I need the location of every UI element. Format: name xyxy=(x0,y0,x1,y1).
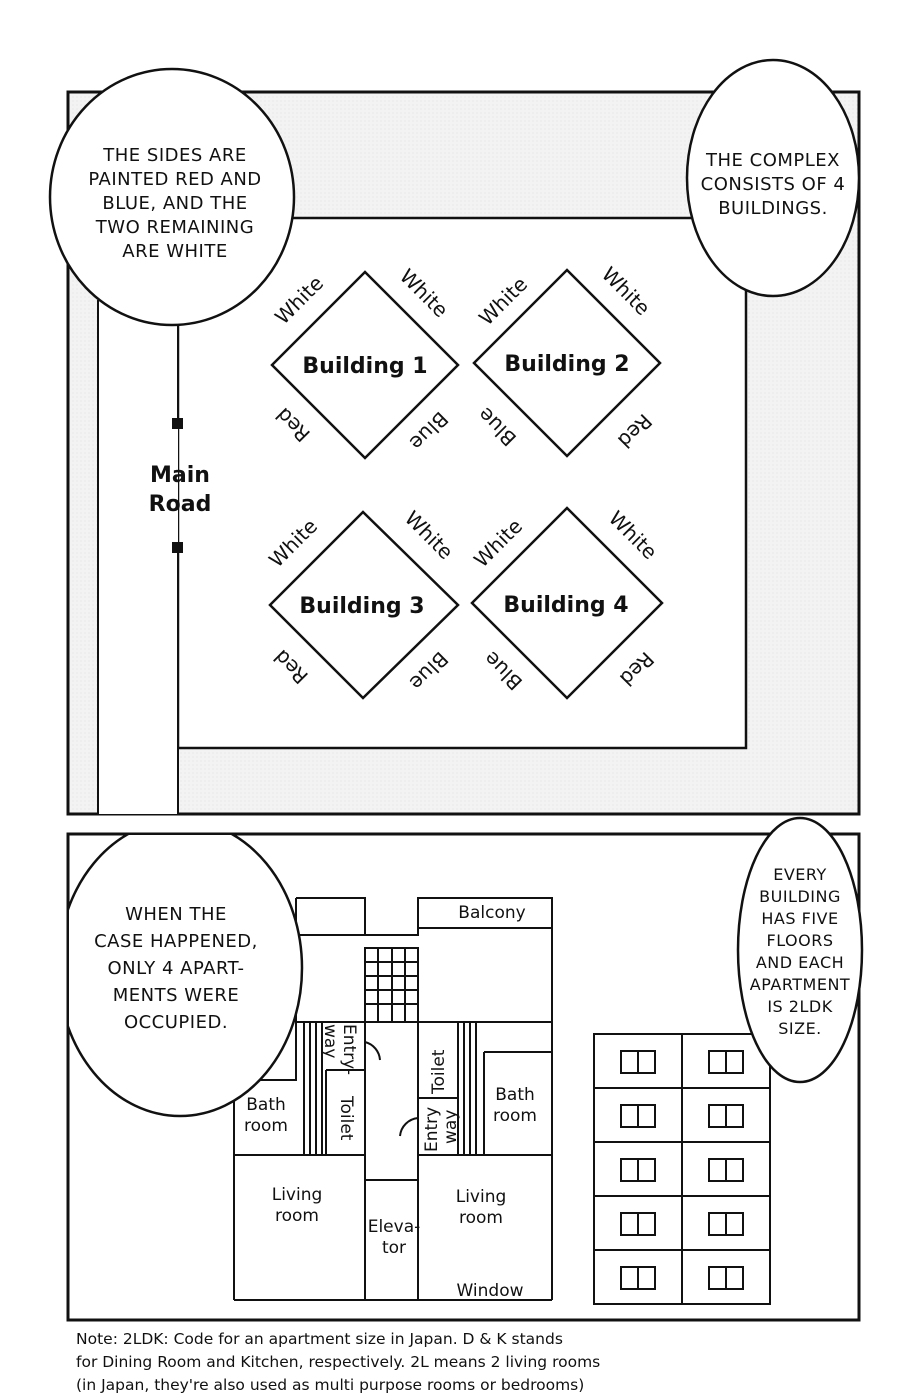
bubble-text-line: FLOORS xyxy=(766,931,833,950)
building-2-name: Building 2 xyxy=(504,352,629,377)
plan-label-living-left-2: room xyxy=(275,1206,319,1226)
plan-label-entryway-left-2: way xyxy=(320,1024,340,1058)
bubble-text-line: HAS FIVE xyxy=(761,909,838,928)
courtyard xyxy=(176,216,748,750)
plan-label-bath-right: Bath xyxy=(495,1085,535,1105)
note-line: (in Japan, they're also used as multi pu… xyxy=(76,1376,585,1394)
main-road-label-1: Main xyxy=(150,463,210,488)
plan-label-entryway-right: Entry xyxy=(422,1107,442,1152)
bubble-text-line: BLUE, AND THE xyxy=(102,193,247,214)
speech-bubble-left-top: THE SIDES ARE PAINTED RED AND BLUE, AND … xyxy=(48,67,296,327)
bubble-text-line: APARTMENT xyxy=(750,975,850,994)
bubble-text-line: WHEN THE xyxy=(125,904,227,925)
window-icon xyxy=(620,1050,744,1290)
plan-label-toilet-right: Toilet xyxy=(429,1049,449,1095)
main-road-strip xyxy=(98,240,178,814)
plan-label-toilet-left: Toilet xyxy=(336,1095,356,1141)
plan-label-living-right: Living xyxy=(456,1187,507,1207)
building-3: Building 3 White White Red Blue xyxy=(264,506,460,700)
bubble-text-line: IS 2LDK xyxy=(767,997,832,1016)
bubble-text-line: EVERY xyxy=(773,865,827,884)
bottom-panel: Balcony Entry- way Toilet Bath room Livi… xyxy=(66,816,864,1322)
plan-label-bath-right-2: room xyxy=(493,1106,537,1126)
plan-label-entryway-right-2: way xyxy=(441,1110,461,1144)
note-line: Note: 2LDK: Code for an apartment size i… xyxy=(76,1330,563,1348)
building-4: Building 4 White White Blue Red xyxy=(469,506,664,700)
bubble-text-line: BUILDINGS. xyxy=(718,198,828,219)
bubble-text-line: BUILDING xyxy=(759,887,841,906)
bubble-text-line: ONLY 4 APART- xyxy=(107,958,244,979)
plan-label-bath-left-2: room xyxy=(244,1116,288,1136)
plan-label-window: Window xyxy=(456,1281,523,1301)
plan-label-bath-left: Bath xyxy=(246,1095,286,1115)
plan-label-living-left: Living xyxy=(272,1185,323,1205)
plan-label-entryway-left: Entry- xyxy=(339,1024,359,1075)
plan-label-elevator: Eleva- xyxy=(368,1217,421,1237)
top-panel: Main Road Building 1 White White Red Blu… xyxy=(48,58,861,816)
building-elevation xyxy=(593,1033,771,1305)
building-1: Building 1 White White Red Blue xyxy=(270,264,460,460)
speech-bubble-right-bottom: EVERY BUILDING HAS FIVE FLOORS AND EACH … xyxy=(736,816,864,1084)
translator-note: Note: 2LDK: Code for an apartment size i… xyxy=(76,1328,876,1397)
bubble-text-line: AND EACH xyxy=(756,953,844,972)
road-marker-top xyxy=(172,418,183,429)
bubble-text-line: TWO REMAINING xyxy=(95,217,254,238)
bubble-text-line: THE COMPLEX xyxy=(705,150,840,171)
bubble-text-line: ARE WHITE xyxy=(122,241,227,262)
plan-label-elevator-2: tor xyxy=(382,1238,406,1258)
bubble-text-line: PAINTED RED AND xyxy=(88,169,261,190)
note-line: for Dining Room and Kitchen, respectivel… xyxy=(76,1353,601,1371)
main-road-label-2: Road xyxy=(149,492,212,517)
bubble-text-line: SIZE. xyxy=(778,1019,822,1038)
bubble-text-line: CASE HAPPENED, xyxy=(94,931,258,952)
road-marker-bottom xyxy=(172,542,183,553)
building-3-name: Building 3 xyxy=(299,594,424,619)
bubble-text-line: OCCUPIED. xyxy=(124,1012,228,1033)
bubble-text-line: THE SIDES ARE xyxy=(102,145,246,166)
building-2: Building 2 White White Blue Red xyxy=(472,262,662,458)
plan-label-living-right-2: room xyxy=(459,1208,503,1228)
floor-plan xyxy=(233,897,553,1301)
building-1-name: Building 1 xyxy=(302,354,427,379)
speech-bubble-left-bottom: WHEN THE CASE HAPPENED, ONLY 4 APART- ME… xyxy=(69,835,304,1118)
plan-label-balcony: Balcony xyxy=(458,903,525,923)
building-4-name: Building 4 xyxy=(503,593,628,618)
speech-bubble-right-top: THE COMPLEX CONSISTS OF 4 BUILDINGS. xyxy=(685,58,861,298)
bubble-text-line: CONSISTS OF 4 xyxy=(701,174,846,195)
bubble-text-line: MENTS WERE xyxy=(113,985,240,1006)
